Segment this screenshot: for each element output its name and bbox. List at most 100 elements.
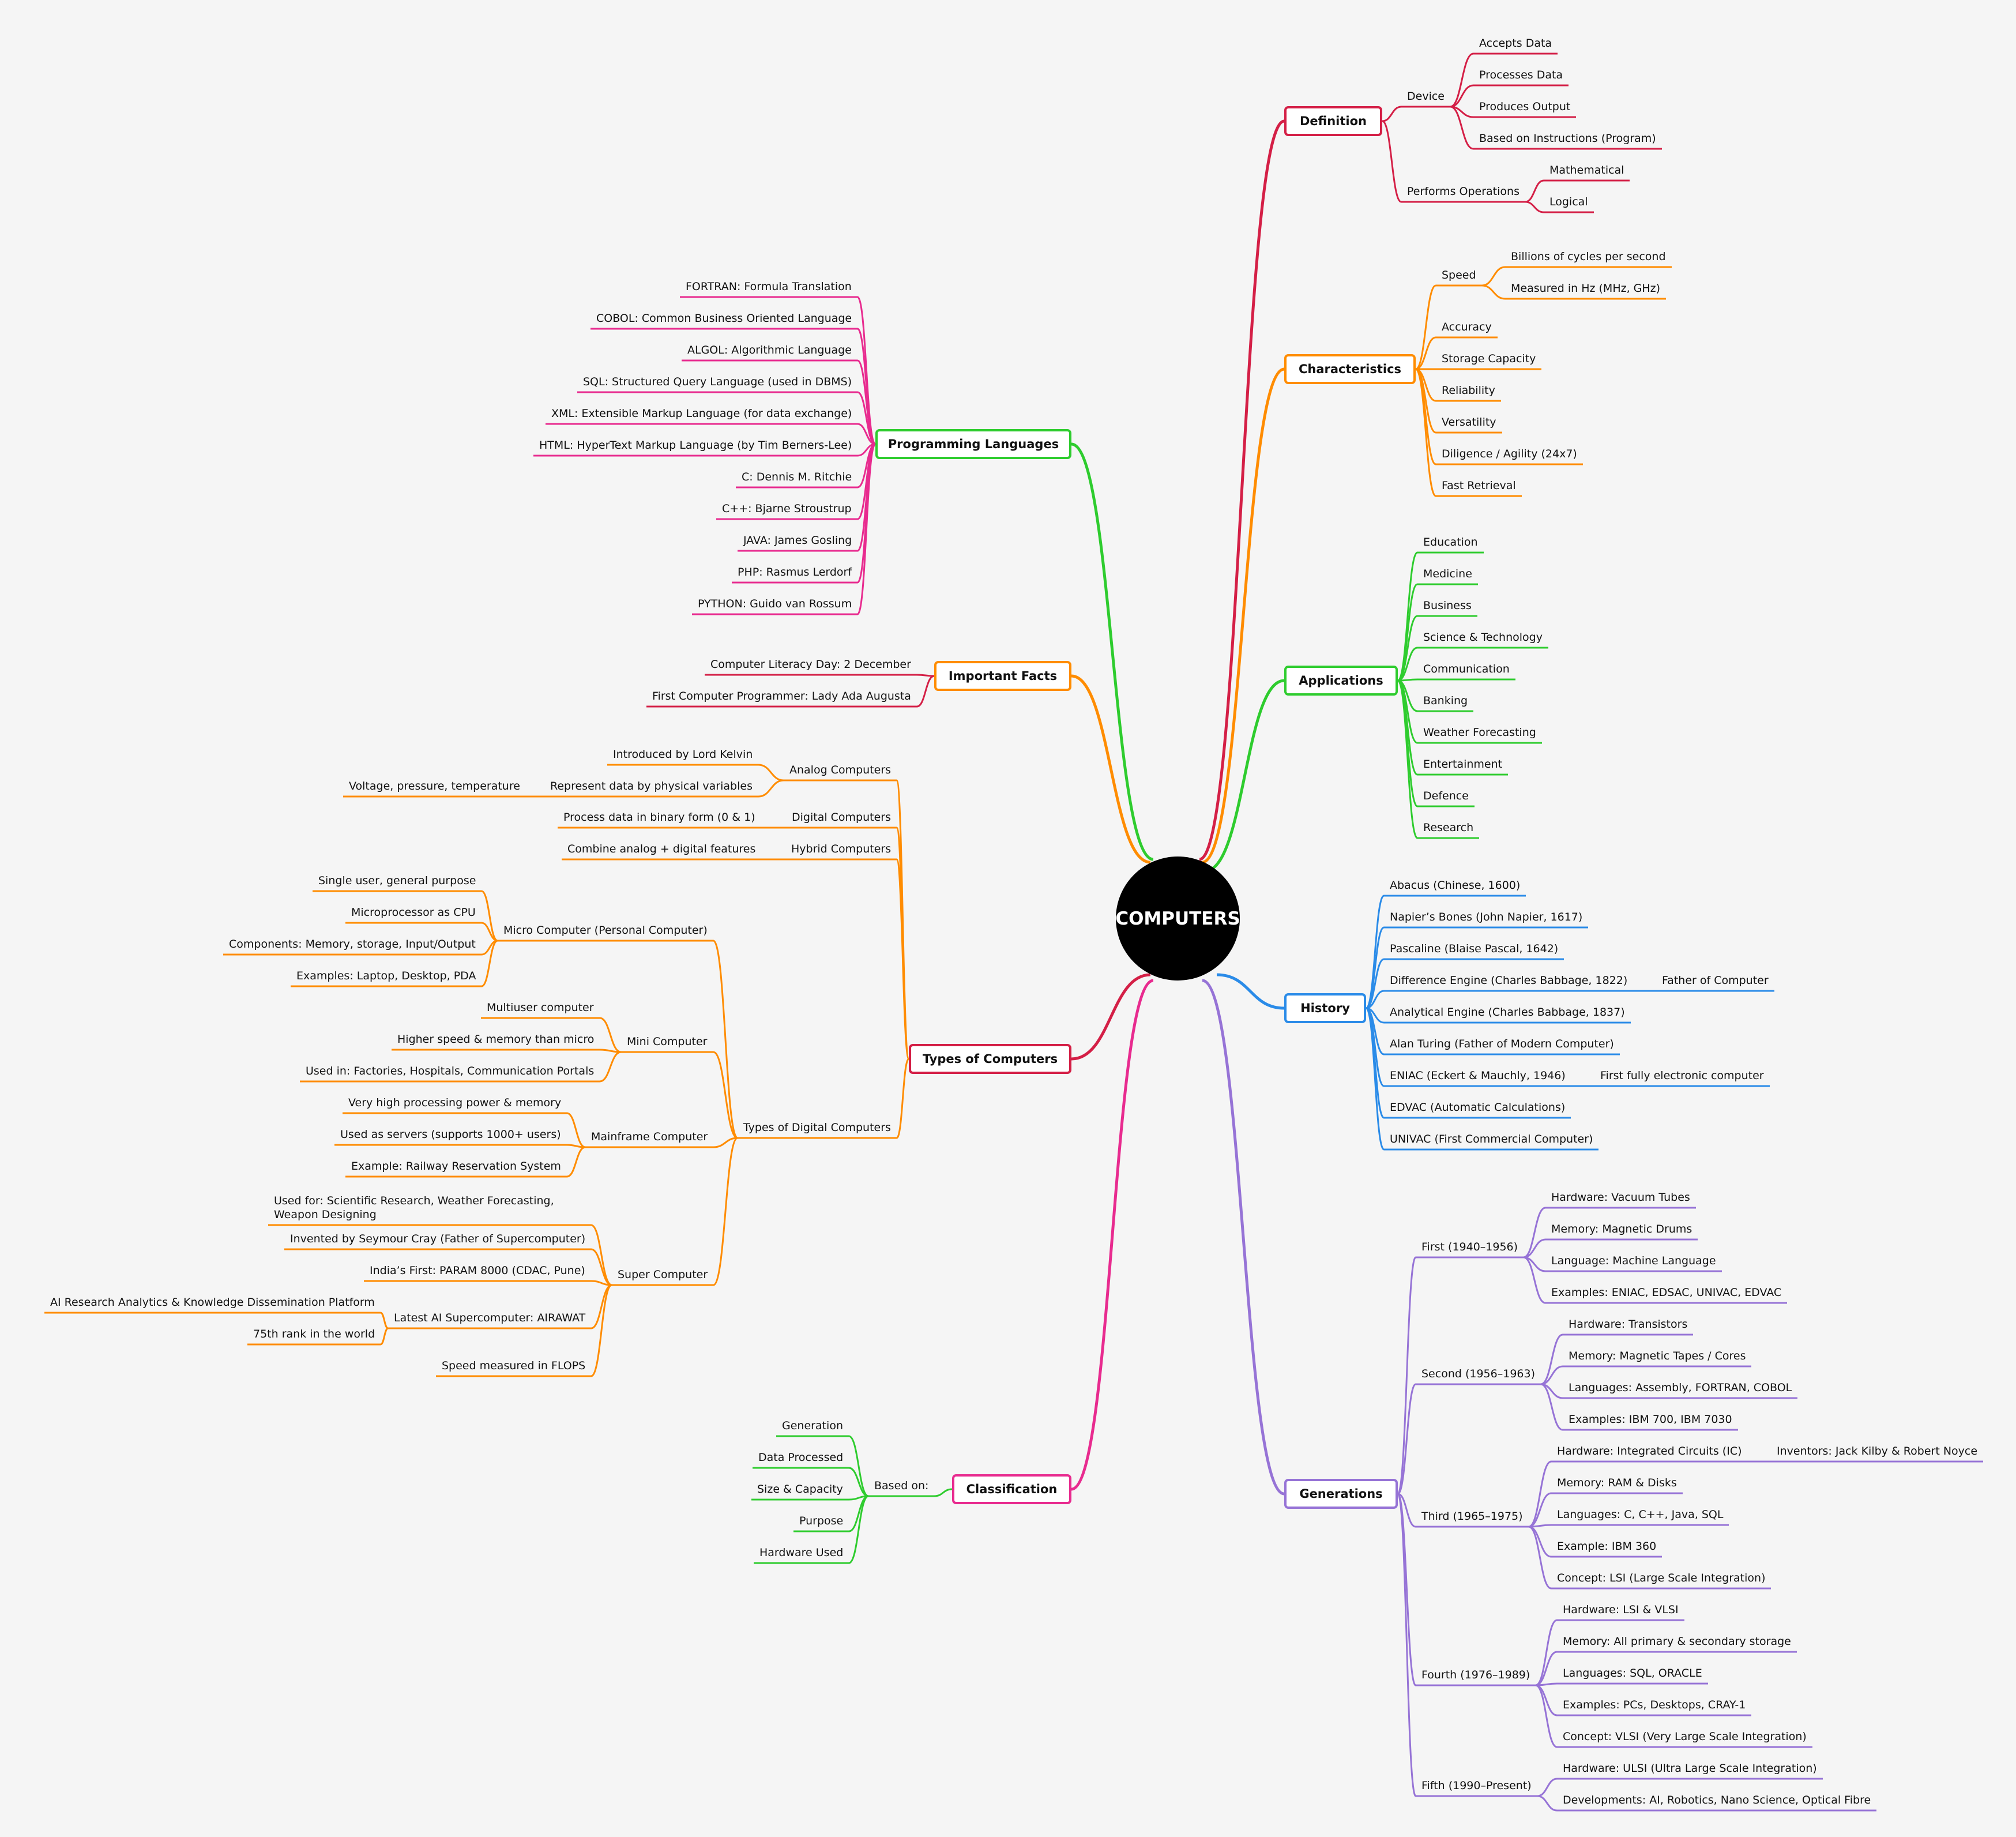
node-python-guido-van-rossum: PYTHON: Guido van Rossum (698, 598, 852, 610)
node-banking: Banking (1423, 694, 1468, 707)
connector (934, 1488, 953, 1497)
node-medicine: Medicine (1423, 568, 1472, 580)
connector (566, 1146, 586, 1178)
node-example-ibm-360: Example: IBM 360 (1557, 1540, 1657, 1553)
node-india-s-first-param-8000-cdac-pune: India’s First: PARAM 8000 (CDAC, Pune) (370, 1264, 585, 1277)
node-difference-engine-charles-babbage-1822: Difference Engine (Charles Babbage, 1822… (1390, 974, 1628, 987)
node-univac-first-commercial-computer: UNIVAC (First Commercial Computer) (1390, 1133, 1593, 1145)
connector (1481, 266, 1506, 287)
node-voltage-pressure-temperature: Voltage, pressure, temperature (349, 780, 520, 792)
branch-classification-label: Classification (966, 1482, 1058, 1496)
node-produces-output: Produces Output (1479, 100, 1571, 113)
connector (1415, 336, 1436, 370)
branch-facts[interactable]: Important Facts (934, 661, 1071, 691)
node-inventors-jack-kilby-robert-noyce: Inventors: Jack Kilby & Robert Noyce (1777, 1445, 1978, 1457)
branch-applications-label: Applications (1299, 674, 1383, 688)
connector (1450, 52, 1474, 108)
connector (856, 443, 877, 615)
connector (1382, 120, 1402, 203)
connector (1397, 679, 1419, 839)
node-single-user-general-purpose: Single user, general purpose (318, 874, 476, 887)
node-communication: Communication (1423, 663, 1510, 675)
node-examples-eniac-edsac-univac-edvac: Examples: ENIAC, EDSAC, UNIVAC, EDVAC (1551, 1286, 1782, 1299)
branch-types[interactable]: Types of Computers (909, 1044, 1071, 1074)
connector (1202, 979, 1285, 1496)
connector (1366, 926, 1385, 1009)
connector (713, 1051, 738, 1139)
connector (896, 858, 910, 1060)
connector (590, 1284, 612, 1329)
node-based-on-instructions-program: Based on Instructions (Program) (1479, 132, 1656, 145)
node-first-1940-1956: First (1940–1956) (1421, 1241, 1518, 1253)
branch-history[interactable]: History (1284, 993, 1366, 1023)
node-analytical-engine-charles-babbage-1837: Analytical Engine (Charles Babbage, 1837… (1390, 1006, 1625, 1019)
branch-classification[interactable]: Classification (952, 1474, 1071, 1504)
node-accepts-data: Accepts Data (1479, 37, 1552, 50)
node-concept-vlsi-very-large-scale-integratio: Concept: VLSI (Very Large Scale Integrat… (1563, 1730, 1807, 1743)
connector (848, 1467, 869, 1497)
node-invented-by-seymour-cray-father-of-super: Invented by Seymour Cray (Father of Supe… (290, 1233, 586, 1245)
node-third-1965-1975: Third (1965–1975) (1421, 1510, 1523, 1523)
node-billions-of-cycles-per-second: Billions of cycles per second (1511, 250, 1666, 263)
connector (566, 1112, 586, 1148)
connector (1202, 367, 1285, 864)
center-node: COMPUTERS (1115, 856, 1240, 981)
node-very-high-processing-power-memory: Very high processing power & memory (348, 1096, 562, 1109)
node-processes-data: Processes Data (1479, 69, 1563, 81)
node-examples-laptop-desktop-pda: Examples: Laptop, Desktop, PDA (296, 970, 476, 982)
node-c-bjarne-stroustrup: C++: Bjarne Stroustrup (722, 502, 852, 515)
connector (1528, 1460, 1552, 1528)
connector (1397, 679, 1419, 807)
branch-applications[interactable]: Applications (1284, 666, 1398, 696)
connector (1071, 979, 1154, 1491)
connector (758, 764, 784, 782)
node-based-on: Based on: (874, 1479, 929, 1492)
node-measured-in-hz-mhz-ghz: Measured in Hz (MHz, GHz) (1511, 282, 1661, 295)
node-example-railway-reservation-system: Example: Railway Reservation System (351, 1160, 561, 1173)
node-types-of-digital-computers: Types of Digital Computers (743, 1121, 891, 1134)
node-father-of-computer: Father of Computer (1662, 974, 1769, 987)
node-introduced-by-lord-kelvin: Introduced by Lord Kelvin (613, 748, 753, 761)
connector (1540, 1333, 1563, 1385)
node-diligence-agility-24x7: Diligence / Agility (24x7) (1442, 448, 1577, 460)
branch-programming[interactable]: Programming Languages (875, 429, 1071, 459)
connector (1415, 284, 1436, 370)
connector (856, 328, 877, 445)
node-examples-ibm-700-ibm-7030: Examples: IBM 700, IBM 7030 (1569, 1413, 1732, 1426)
connector (1366, 958, 1385, 1009)
node-languages-sql-oracle: Languages: SQL, ORACLE (1563, 1667, 1702, 1680)
node-mainframe-computer: Mainframe Computer (591, 1130, 708, 1143)
connector (1537, 1795, 1558, 1812)
connector (916, 675, 935, 708)
connector (1537, 1778, 1558, 1797)
branch-history-label: History (1300, 1001, 1350, 1015)
connector (1540, 1383, 1563, 1431)
node-micro-computer-personal-computer: Micro Computer (Personal Computer) (503, 924, 708, 937)
node-hardware-transistors: Hardware: Transistors (1569, 1318, 1688, 1331)
node-hardware-used: Hardware Used (759, 1546, 844, 1559)
branch-characteristics[interactable]: Characteristics (1284, 354, 1416, 384)
branch-definition[interactable]: Definition (1284, 106, 1382, 136)
connector (1523, 1256, 1546, 1304)
connector (713, 1137, 738, 1148)
node-hardware-lsi-vlsi: Hardware: LSI & VLSI (1563, 1603, 1679, 1616)
connector (857, 391, 876, 445)
node-75th-rank-in-the-world: 75th rank in the world (253, 1328, 375, 1340)
branch-generations[interactable]: Generations (1284, 1479, 1398, 1509)
connector (916, 674, 935, 677)
node-languages-assembly-fortran-cobol: Languages: Assembly, FORTRAN, COBOL (1569, 1381, 1792, 1394)
branch-definition-label: Definition (1299, 114, 1367, 128)
node-examples-pcs-desktops-cray-1: Examples: PCs, Desktops, CRAY-1 (1563, 1699, 1746, 1711)
branch-programming-label: Programming Languages (887, 437, 1059, 451)
connector (1528, 1492, 1552, 1528)
node-alan-turing-father-of-modern-computer: Alan Turing (Father of Modern Computer) (1390, 1038, 1614, 1050)
node-business: Business (1423, 599, 1472, 612)
node-php-rasmus-lerdorf: PHP: Rasmus Lerdorf (738, 566, 852, 578)
connector (1397, 1493, 1416, 1528)
connector (1535, 1684, 1558, 1716)
node-purpose: Purpose (799, 1515, 844, 1527)
node-cobol-common-business-oriented-language: COBOL: Common Business Oriented Language (596, 312, 852, 325)
connector (758, 779, 784, 798)
node-versatility: Versatility (1442, 416, 1496, 429)
